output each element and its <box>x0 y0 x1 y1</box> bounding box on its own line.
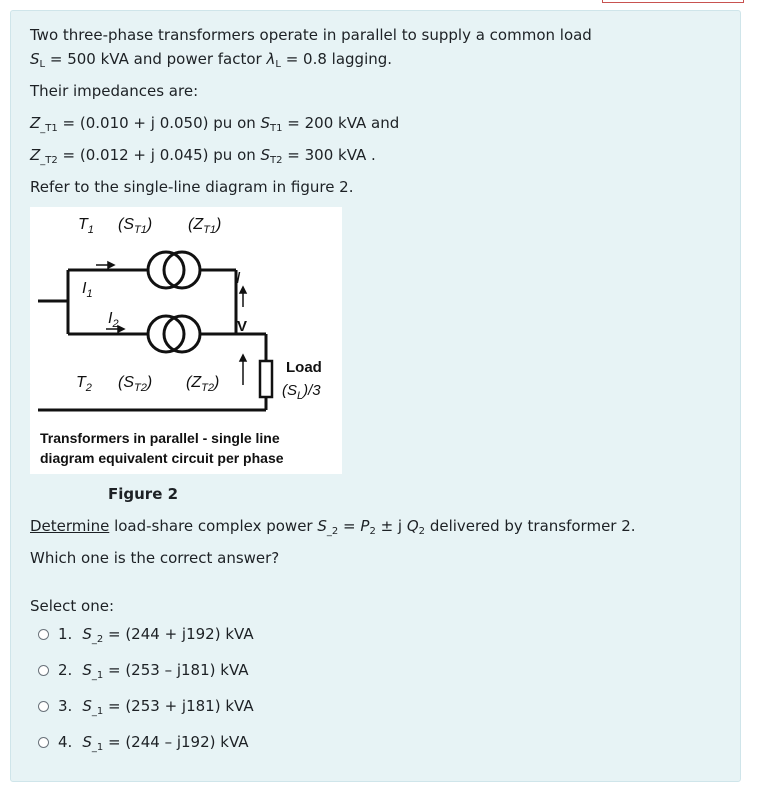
st2-symbol: S <box>260 146 271 164</box>
determine-line: Determine load-share complex power S_2 =… <box>30 515 636 537</box>
st2-rating: = 300 kVA . <box>282 146 376 164</box>
question-line-1: Two three-phase transformers operate in … <box>30 24 592 46</box>
p2-symbol: P <box>360 517 370 535</box>
p2-sub: 2 <box>369 526 376 537</box>
z2-symbol: Z <box>30 146 41 164</box>
i2-label: I2 <box>108 310 119 330</box>
z1-sub: _T1 <box>40 123 58 134</box>
zt2-label: (ZT2) <box>186 374 219 394</box>
answer-option-1[interactable]: 1. S_2 = (244 + j192) kVA <box>38 623 254 645</box>
z2-value: = (0.012 + j 0.045) pu on <box>57 146 261 164</box>
question-line-3: Their impedances are: <box>30 80 198 102</box>
lambda-symbol: λ <box>266 50 276 68</box>
load-symbol: S <box>30 50 40 68</box>
option-number: 3. <box>58 697 73 715</box>
option-text: S_1 = (244 – j192) kVA <box>82 733 249 753</box>
radio-button[interactable] <box>38 700 49 712</box>
st1-symbol: S <box>260 114 271 132</box>
answer-option-4[interactable]: 4. S_1 = (244 – j192) kVA <box>38 731 249 753</box>
load-box <box>258 359 274 399</box>
st1-rating: = 200 kVA and <box>282 114 400 132</box>
option-number: 2. <box>58 661 73 679</box>
select-one-label: Select one: <box>30 597 115 615</box>
load-text: = 500 kVA and power factor <box>45 50 267 68</box>
diagram-caption-line-2: diagram equivalent circuit per phase <box>40 450 284 466</box>
v-label: V <box>237 318 247 335</box>
st1-sub: T1 <box>270 123 283 134</box>
q2-symbol: Q <box>406 517 419 535</box>
radio-button[interactable] <box>38 664 49 676</box>
refer-text: Refer to the single-line diagram in figu… <box>30 178 354 196</box>
which-text: Which one is the correct answer? <box>30 549 280 567</box>
transformer-t2-symbol <box>146 314 202 354</box>
st2-sub: T2 <box>270 155 283 166</box>
determine-end: delivered by transformer 2. <box>425 517 636 535</box>
lambda-sub: L <box>275 59 281 70</box>
question-text-1: Two three-phase transformers operate in … <box>30 26 592 44</box>
answer-option-2[interactable]: 2. S_1 = (253 – j181) kVA <box>38 659 249 681</box>
question-line-2: SL = 500 kVA and power factor λL = 0.8 l… <box>30 48 392 70</box>
option-number: 1. <box>58 625 73 643</box>
impedance-t2-line: Z_T2 = (0.012 + j 0.045) pu on ST2 = 300… <box>30 144 376 166</box>
t2-label: T2 <box>76 374 92 394</box>
impedance-t1-line: Z_T1 = (0.010 + j 0.050) pu on ST1 = 200… <box>30 112 399 134</box>
s2-sub: _2 <box>326 526 339 537</box>
circuit-wires <box>38 268 268 412</box>
diagram-caption-line-1: Transformers in parallel - single line <box>40 430 280 446</box>
option-text: S_1 = (253 – j181) kVA <box>82 661 249 681</box>
diagram-svg: T1 (ST1) (ZT1) <box>38 216 322 466</box>
pf-text: = 0.8 lagging. <box>280 50 393 68</box>
i1-label: I1 <box>82 280 93 300</box>
answer-option-3[interactable]: 3. S_1 = (253 + j181) kVA <box>38 695 254 717</box>
i-label: I <box>236 270 241 287</box>
single-line-diagram: T1 (ST1) (ZT1) <box>30 207 342 474</box>
current-arrows <box>96 260 248 385</box>
option-text: S_1 = (253 + j181) kVA <box>82 697 254 717</box>
transformer-t1-symbol <box>146 250 202 290</box>
determine-eq: = <box>338 517 361 535</box>
s2-symbol: S <box>317 517 327 535</box>
zt1-label: (ZT1) <box>188 216 221 236</box>
which-line: Which one is the correct answer? <box>30 547 279 569</box>
figure-caption: Figure 2 <box>108 485 179 503</box>
t1-label: T1 <box>78 216 94 236</box>
radio-button[interactable] <box>38 736 49 748</box>
load-power-label: (SL)/3 <box>282 382 321 402</box>
determine-pm: ± j <box>375 517 407 535</box>
st2-label: (ST2) <box>118 374 152 394</box>
z2-sub: _T2 <box>40 155 58 166</box>
load-label: Load <box>286 359 322 376</box>
determine-word: Determine <box>30 517 110 535</box>
option-text: S_2 = (244 + j192) kVA <box>82 625 254 645</box>
z1-symbol: Z <box>30 114 41 132</box>
option-number: 4. <box>58 733 73 751</box>
z1-value: = (0.010 + j 0.050) pu on <box>57 114 261 132</box>
refer-line: Refer to the single-line diagram in figu… <box>30 176 354 198</box>
q2-sub: 2 <box>418 526 426 537</box>
load-symbol-sub: L <box>39 59 46 70</box>
impedances-heading: Their impedances are: <box>30 82 199 100</box>
radio-button[interactable] <box>38 628 49 640</box>
determine-text: load-share complex power <box>109 517 318 535</box>
top-bar-remnant <box>602 0 744 3</box>
st1-label: (ST1) <box>118 216 152 236</box>
